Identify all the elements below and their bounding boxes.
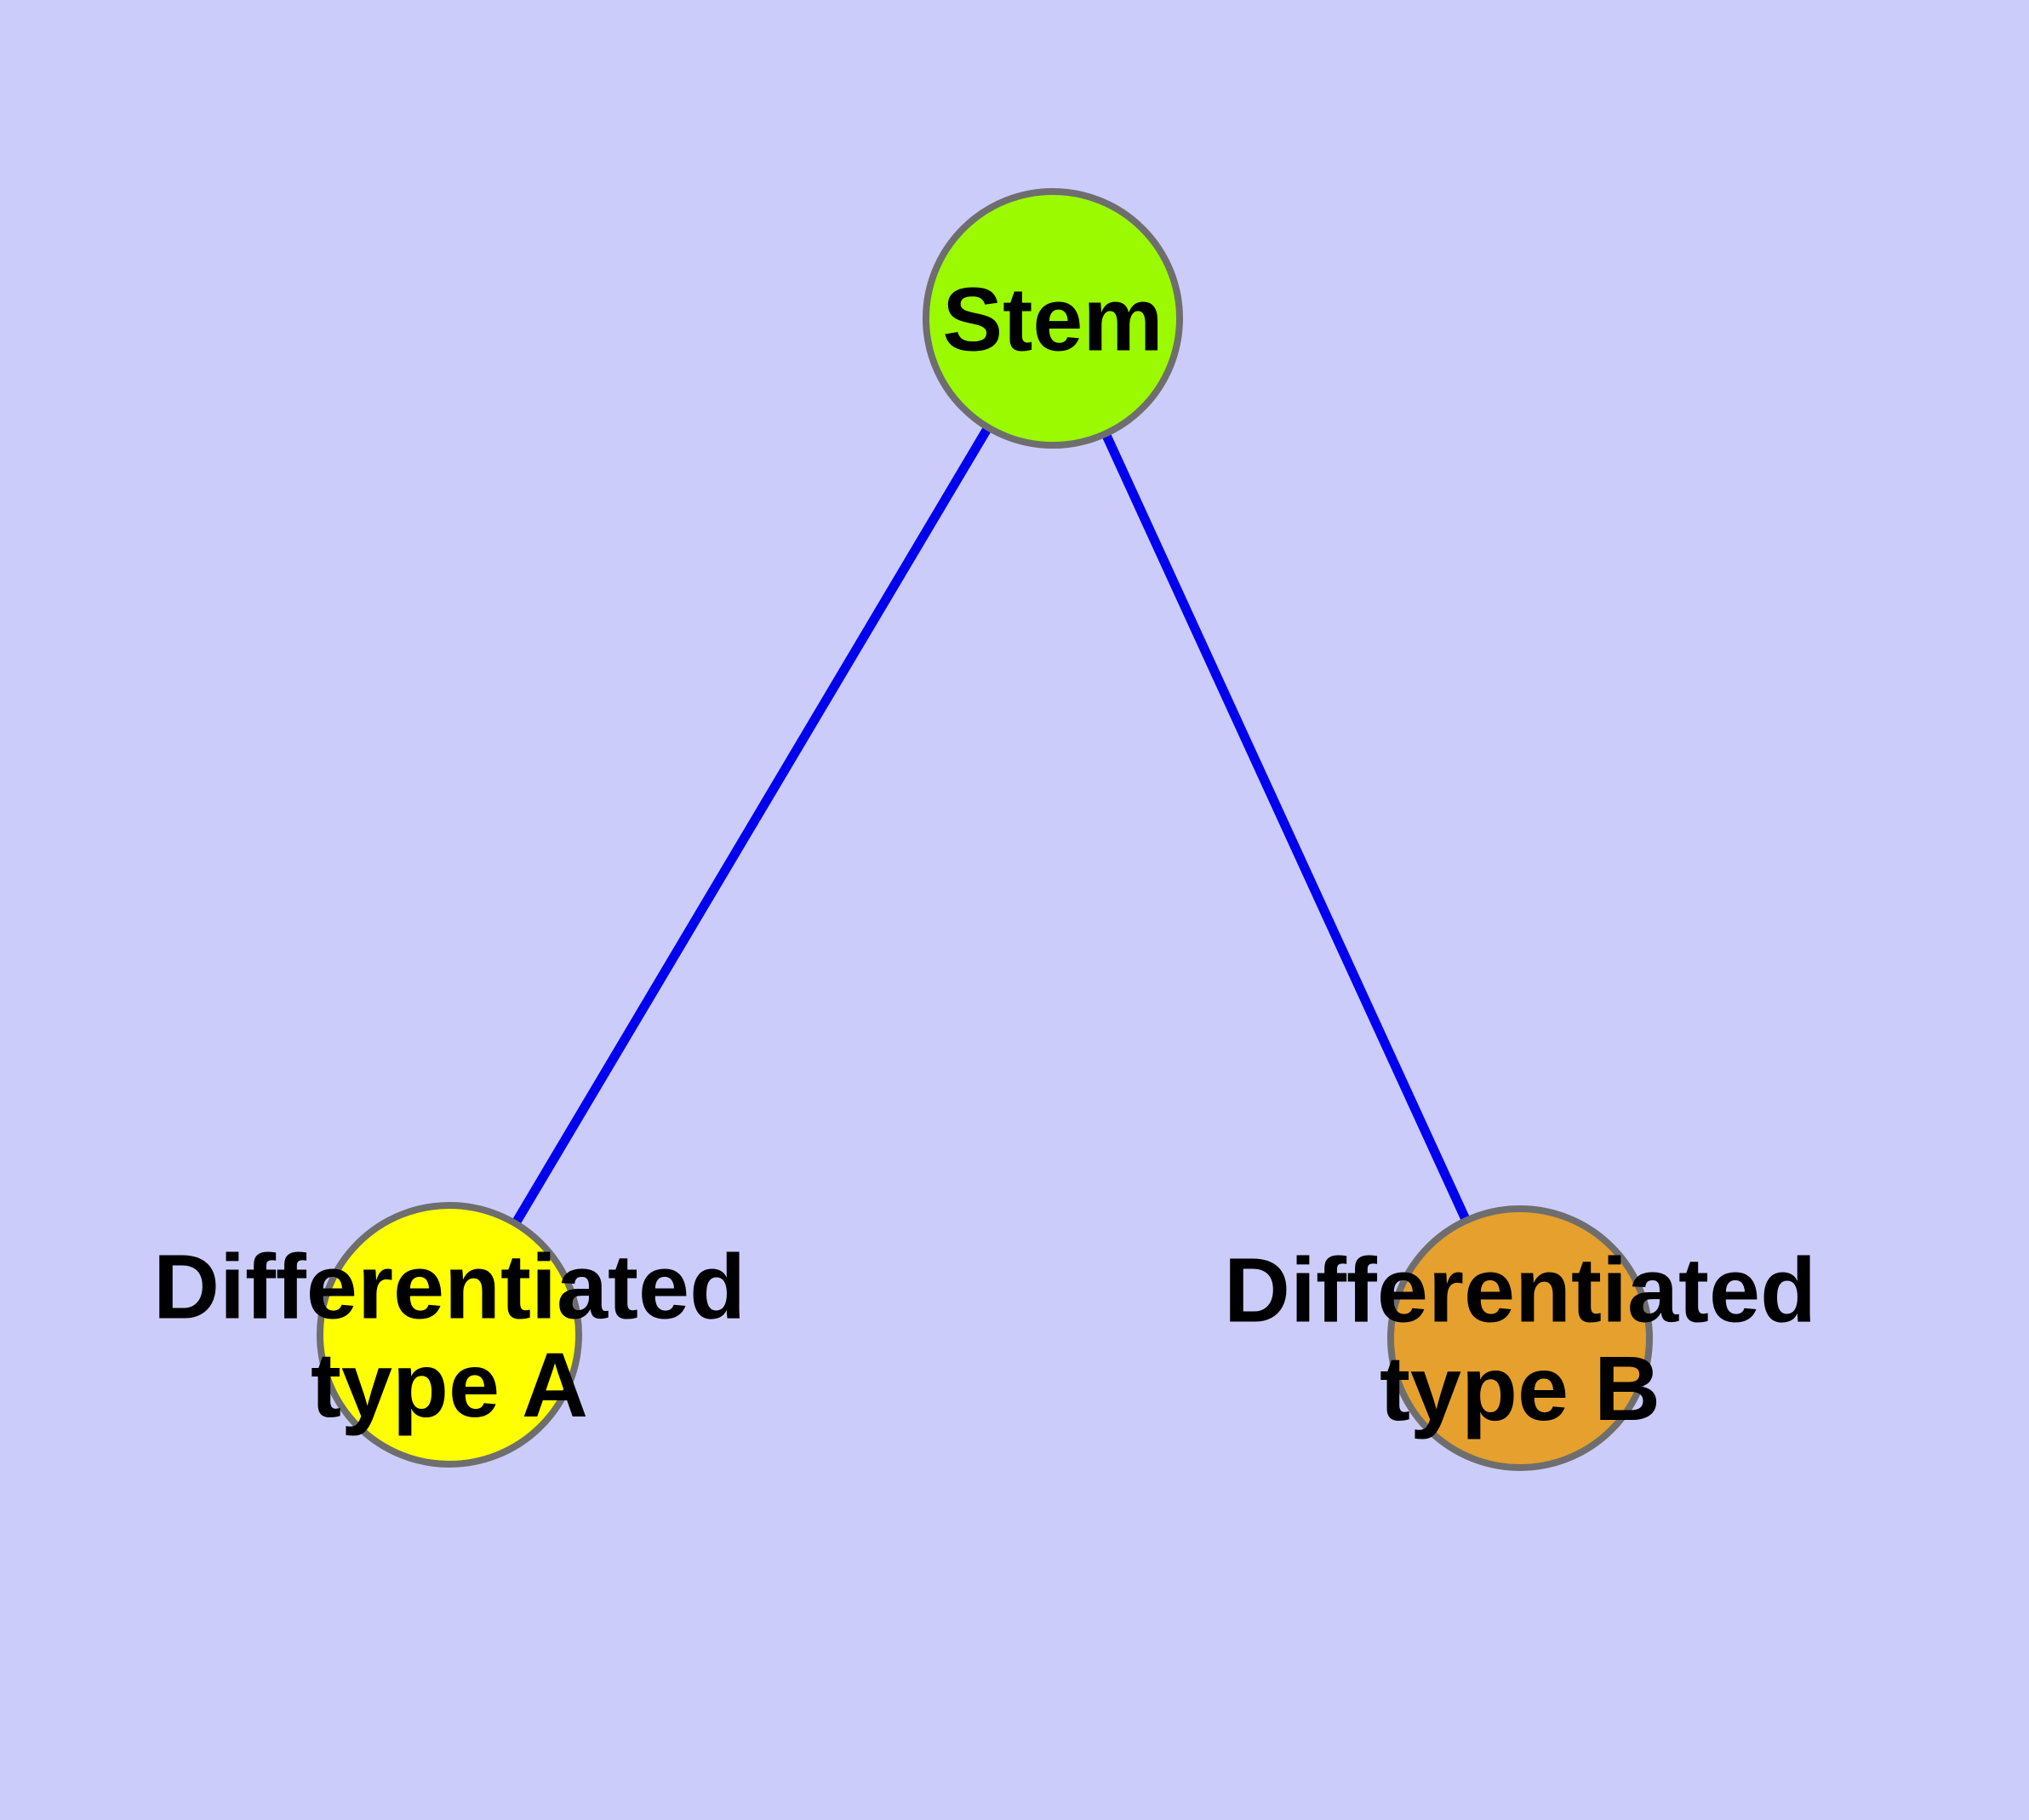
node-circle-stem[interactable] xyxy=(923,188,1183,449)
node-label-line: type A xyxy=(311,1333,588,1436)
node-stem[interactable] xyxy=(923,188,1183,449)
node-label-line: Stem xyxy=(942,270,1163,370)
node-differentiated-type-a[interactable] xyxy=(317,1202,582,1468)
node-label-line: type B xyxy=(1380,1336,1660,1439)
node-label-line: Differentiated xyxy=(153,1235,746,1338)
node-differentiated-type-b[interactable] xyxy=(1387,1205,1653,1471)
edge-stem-to-differentiated-b[interactable] xyxy=(1049,316,1524,1341)
node-circle-differentiated-b[interactable] xyxy=(1387,1205,1653,1471)
node-label-line: Differentiated xyxy=(1224,1239,1816,1342)
node-label-stem: Stem xyxy=(942,270,1163,370)
node-circle-differentiated-a[interactable] xyxy=(317,1202,582,1468)
nodes-layer xyxy=(317,188,1653,1471)
edge-stem-to-differentiated-a[interactable] xyxy=(445,316,1057,1337)
edges-layer xyxy=(445,316,1524,1341)
